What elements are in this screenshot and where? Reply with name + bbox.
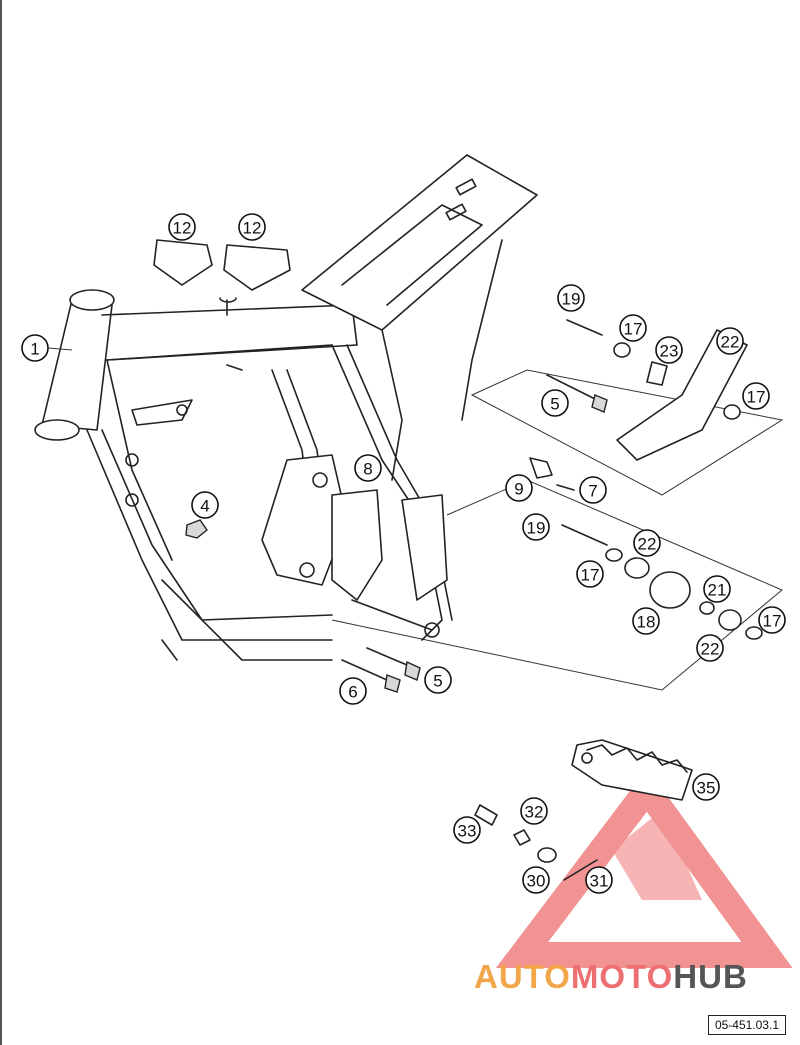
svg-text:35: 35 [697,779,716,798]
callout-17c: 17 [576,560,604,588]
reference-code: 05-451.03.1 [707,1015,786,1035]
callout-19b: 19 [522,513,550,541]
callout-9: 9 [505,474,533,502]
svg-text:17: 17 [624,320,643,339]
svg-text:18: 18 [637,613,656,632]
svg-text:17: 17 [763,612,782,631]
svg-text:4: 4 [200,497,209,516]
main-frame [34,154,538,661]
callout-12a: 12 [168,213,196,241]
svg-text:30: 30 [527,872,546,891]
footrest-parts [529,319,763,640]
svg-text:5: 5 [550,395,559,414]
svg-text:17: 17 [747,388,766,407]
svg-text:1: 1 [30,340,39,359]
callout-1: 1 [21,334,49,362]
callout-21: 21 [703,575,731,603]
peg-parts [474,739,693,881]
svg-text:32: 32 [525,803,544,822]
callout-35: 35 [692,773,720,801]
watermark-auto: AUTO [474,958,571,995]
callout-12b: 12 [238,213,266,241]
svg-text:9: 9 [514,480,523,499]
svg-text:19: 19 [562,290,581,309]
svg-text:12: 12 [243,219,262,238]
watermark-hub: HUB [673,958,748,995]
callout-7: 7 [579,476,607,504]
svg-text:8: 8 [363,460,372,479]
callout-18: 18 [632,607,660,635]
callout-17b: 17 [742,382,770,410]
callout-31: 31 [585,866,613,894]
callout-33: 33 [453,816,481,844]
svg-text:7: 7 [588,482,597,501]
callout-17d: 17 [758,606,786,634]
guide-lines [331,369,784,691]
callout-17a: 17 [619,314,647,342]
svg-text:5: 5 [433,672,442,691]
callout-8: 8 [354,454,382,482]
watermark-logo [495,768,793,968]
sticker-parts [153,239,291,291]
callout-24: 23 [655,336,683,364]
callout-30: 30 [522,866,550,894]
callout-19a: 19 [557,284,585,312]
svg-text:22: 22 [701,640,720,659]
svg-text:21: 21 [708,581,727,600]
callout-22b: 22 [696,634,724,662]
svg-text:23: 23 [660,342,679,361]
bolt-parts [341,374,608,693]
callout-32: 32 [520,797,548,825]
svg-text:31: 31 [590,872,609,891]
svg-text:12: 12 [173,219,192,238]
watermark-text: AUTOMOTOHUB [474,958,748,996]
svg-text:22: 22 [721,333,740,352]
svg-text:22: 22 [638,535,657,554]
callout-22a: 22 [633,529,661,557]
callout-4: 4 [191,491,219,519]
callout-5b: 5 [541,389,569,417]
callout-5a: 5 [424,666,452,694]
callout-23: 22 [716,327,744,355]
svg-text:19: 19 [527,519,546,538]
svg-text:17: 17 [581,566,600,585]
callout-6: 6 [339,677,367,705]
svg-text:6: 6 [348,683,357,702]
svg-text:33: 33 [458,822,477,841]
callouts: 1 12 12 4 8 6 5 19 17 23 22 5 17 9 7 19 … [21,213,786,894]
watermark-moto: MOTO [570,958,674,995]
